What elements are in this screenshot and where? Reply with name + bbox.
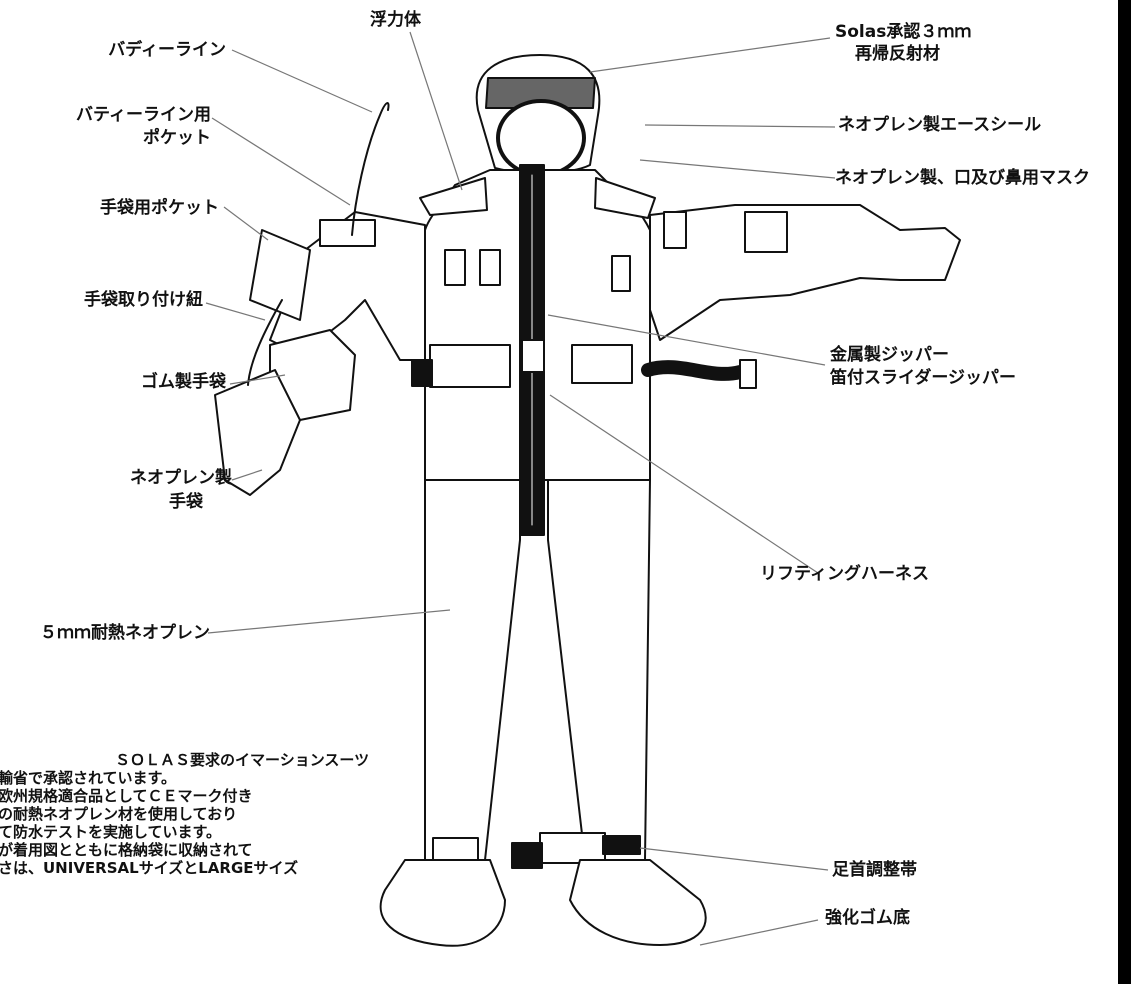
right-arm-pocket bbox=[744, 211, 788, 253]
belt-buckle bbox=[739, 359, 757, 389]
belt-pad bbox=[429, 344, 511, 388]
right-boot bbox=[569, 859, 707, 946]
right-ankle-strap bbox=[539, 832, 606, 864]
belt-left bbox=[411, 359, 433, 387]
left-boot bbox=[379, 859, 506, 947]
label-buddy-pocket-line2: ポケット bbox=[143, 128, 211, 148]
label-flotation: 浮力体 bbox=[370, 10, 421, 30]
right-edge-bar bbox=[1118, 0, 1131, 984]
label-neoprene-glove-line1: ネオプレン製 bbox=[130, 468, 232, 488]
glove-cord bbox=[247, 299, 283, 386]
chest-pocket-4 bbox=[571, 344, 633, 384]
left-ankle-black bbox=[511, 842, 543, 869]
label-sole: 強化ゴム底 bbox=[825, 908, 910, 928]
note-line: が着用図とともに格納袋に収納されて bbox=[0, 841, 253, 859]
note-line: 輸省で承認されています。 bbox=[0, 769, 177, 787]
chest-pocket-2 bbox=[479, 249, 501, 286]
note-line: て防水テストを実施しています。 bbox=[0, 823, 222, 841]
label-reflective-line1: Solas承認３ｍｍ bbox=[835, 22, 972, 42]
left-leg bbox=[424, 479, 521, 861]
label-neoprene-glove-line2: 手袋 bbox=[169, 492, 203, 512]
label-face-seal: ネオプレン製エースシール bbox=[838, 115, 1042, 135]
label-glove-cord: 手袋取り付け紐 bbox=[84, 290, 203, 310]
note-line: さは、UNIVERSALサイズとLARGEサイズ bbox=[0, 859, 299, 877]
collar-right bbox=[594, 177, 656, 219]
note-line: 欧州規格適合品としてＣＥマーク付き bbox=[0, 787, 253, 805]
chest-pocket-3 bbox=[611, 255, 631, 292]
right-arm-strap bbox=[663, 211, 687, 249]
glove-pocket bbox=[249, 229, 311, 321]
label-ankle-strap: 足首調整帯 bbox=[832, 860, 917, 880]
right-arm bbox=[649, 204, 961, 341]
chest-pocket-1 bbox=[444, 249, 466, 286]
neoprene-glove bbox=[214, 369, 301, 496]
right-ankle-black bbox=[602, 835, 641, 855]
right-leg bbox=[547, 479, 651, 861]
buddy-line-pocket bbox=[319, 219, 376, 247]
label-rubber-glove: ゴム製手袋 bbox=[141, 372, 226, 392]
note-line: の耐熱ネオプレン材を使用しており bbox=[0, 805, 238, 823]
reflective-band bbox=[485, 77, 596, 109]
face-opening bbox=[496, 99, 586, 177]
label-zipper-line2: 笛付スライダージッパー bbox=[830, 368, 1016, 388]
note-line: ＳＯＬＡＳ要求のイマーションスーツ bbox=[55, 751, 370, 769]
label-reflective-line2: 再帰反射材 bbox=[855, 44, 940, 64]
harness-ring bbox=[521, 339, 545, 373]
collar-left bbox=[419, 177, 488, 216]
label-harness: リフティングハーネス bbox=[760, 564, 929, 584]
label-mask: ネオプレン製、口及び鼻用マスク bbox=[835, 168, 1090, 188]
label-glove-pocket: 手袋用ポケット bbox=[100, 198, 219, 218]
label-neoprene-5mm: ５ｍｍ耐熱ネオプレン bbox=[40, 623, 210, 643]
label-buddy-pocket-line1: バティーライン用 bbox=[76, 105, 211, 125]
belt-right bbox=[641, 360, 747, 381]
label-zipper-line1: 金属製ジッパー bbox=[830, 345, 949, 365]
buddy-line bbox=[351, 102, 390, 236]
label-buddy-line: バディーライン bbox=[108, 40, 226, 60]
